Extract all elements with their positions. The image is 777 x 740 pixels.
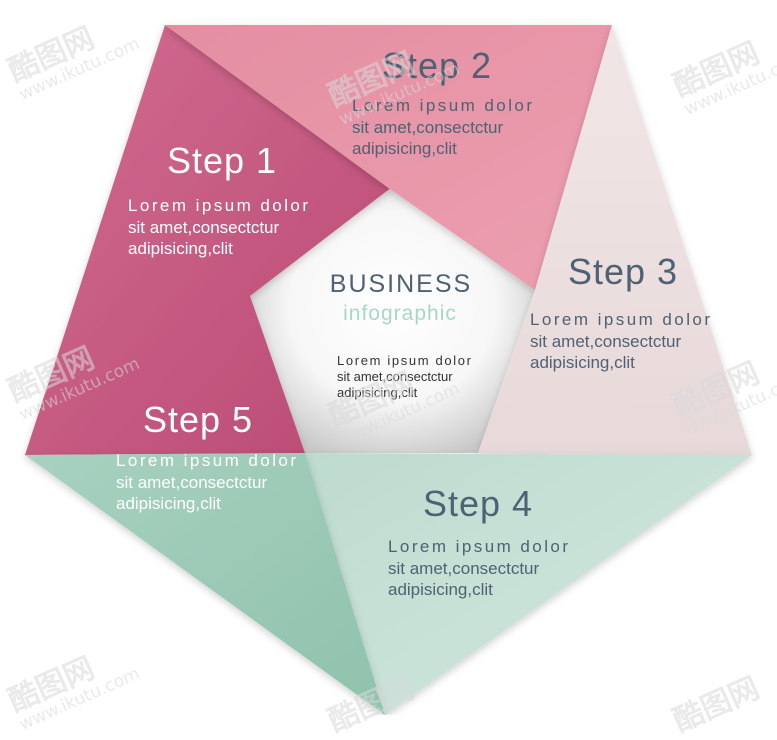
step-2-wedge [165, 25, 612, 290]
step-2-line-1: Lorem ipsum dolor [352, 96, 532, 115]
center-title: BUSINESS [330, 270, 472, 298]
step-5-line-1: Lorem ipsum dolor [116, 451, 296, 470]
step-2-title: Step 2 [382, 45, 492, 86]
step-3-wedge [478, 25, 752, 455]
step-4-line-1: Lorem ipsum dolor [388, 537, 568, 556]
step-1-title: Step 1 [167, 140, 277, 181]
step-5-line-3: adipisicing,clit [116, 494, 221, 513]
step-1-line-3: adipisicing,clit [128, 239, 233, 258]
step-5-wedge [25, 453, 385, 715]
step-1-line-2: sit amet,consectctur [128, 218, 280, 237]
step-3-line-2: sit amet,consectctur [530, 332, 682, 351]
step-2-line-3: adipisicing,clit [352, 139, 457, 158]
step-5-line-2: sit amet,consectctur [116, 473, 268, 492]
step-3-title: Step 3 [568, 251, 678, 292]
step-3-line-3: adipisicing,clit [530, 353, 635, 372]
step-5-title: Step 5 [143, 399, 253, 440]
center-line-3: adipisicing,clit [337, 385, 418, 400]
center-subtitle: infographic [343, 302, 457, 325]
step-2-line-2: sit amet,consectctur [352, 118, 504, 137]
step-4-title: Step 4 [423, 483, 533, 524]
step-1-wedge [25, 25, 392, 455]
center-line-2: sit amet,consectctur [337, 369, 453, 384]
pentagon-infographic: Step 1 Lorem ipsum dolor sit amet,consec… [25, 25, 752, 715]
center-line-1: Lorem ipsum dolor [337, 353, 472, 368]
step-1-line-1: Lorem ipsum dolor [128, 196, 308, 215]
center-pentagon [250, 187, 535, 453]
step-4-line-3: adipisicing,clit [388, 580, 493, 599]
step-4-wedge [305, 453, 752, 715]
step-4-line-2: sit amet,consectctur [388, 559, 540, 578]
step-3-line-1: Lorem ipsum dolor [530, 310, 710, 329]
